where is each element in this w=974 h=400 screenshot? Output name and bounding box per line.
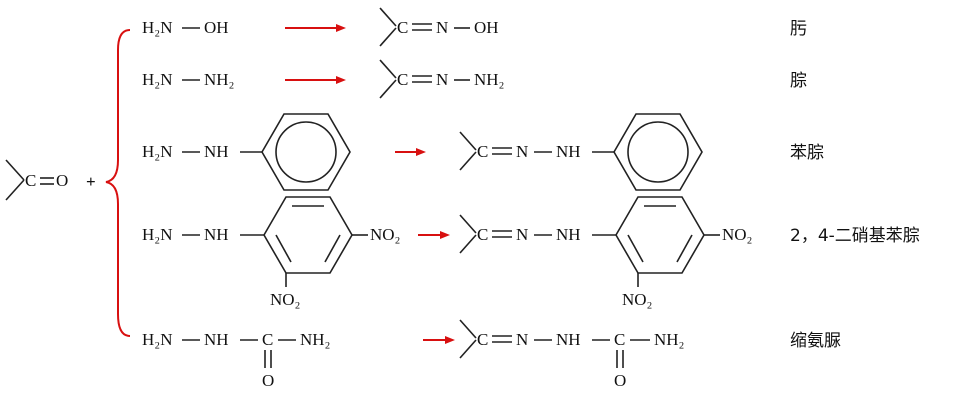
product-carbon: C [397, 18, 408, 37]
reagent-h2n: H₂N [142, 70, 172, 89]
product-nitrogen: N [516, 330, 528, 349]
product-nitrogen: N [516, 225, 528, 244]
reagent-h2n: H₂N [142, 330, 172, 349]
reagent-nh: NH [204, 225, 229, 244]
benzene-ring [615, 196, 705, 274]
reagent-nh: NH [204, 330, 229, 349]
product-nitro-ortho: NO₂ [622, 290, 652, 309]
row-phenylhydrazone: H₂N NH C N NH 苯腙 [142, 113, 824, 191]
carbonyl-group: C O + [5, 159, 96, 201]
product-carbonyl-carbon: C [614, 330, 625, 349]
product-carbon: C [477, 330, 488, 349]
product-oh: OH [474, 18, 499, 37]
reagent-nh2: NH₂ [204, 70, 234, 89]
product-nh2: NH₂ [654, 330, 684, 349]
curly-brace [105, 29, 131, 337]
product-nitrogen: N [436, 18, 448, 37]
product-nitro-para: NO₂ [722, 225, 752, 244]
carbonyl-oxygen: O [56, 171, 68, 190]
row-semicarbazone: H₂N NH C NH₂ O C N NH C NH₂ O 缩氨脲 [142, 319, 841, 390]
product-nitrogen: N [436, 70, 448, 89]
reagent-nh: NH [204, 142, 229, 161]
row-dinitrophenylhydrazone: H₂N NH NO₂ NO₂ C N NH NO₂ [142, 196, 920, 309]
reagent-h2n: H₂N [142, 225, 172, 244]
name-label: 肟 [790, 19, 807, 39]
product-carbon: C [397, 70, 408, 89]
reagent-h2n: H₂N [142, 18, 172, 37]
reagent-h2n: H₂N [142, 142, 172, 161]
product-oxygen: O [614, 371, 626, 390]
product-nh: NH [556, 142, 581, 161]
benzene-ring [613, 113, 703, 191]
carbonyl-carbon: C [25, 171, 36, 190]
reagent-oxygen: O [262, 371, 274, 390]
product-carbon: C [477, 142, 488, 161]
product-nh: NH [556, 330, 581, 349]
row-hydrazone: H₂N NH₂ C N NH₂ 腙 [142, 59, 807, 99]
product-nitrogen: N [516, 142, 528, 161]
name-label: 腙 [790, 71, 807, 91]
name-label: 缩氨脲 [790, 331, 841, 351]
reagent-carbon: C [262, 330, 273, 349]
reagent-oh: OH [204, 18, 229, 37]
product-nh: NH [556, 225, 581, 244]
plus-sign: + [86, 172, 96, 191]
nitro-ortho: NO₂ [270, 290, 300, 309]
benzene-ring [263, 196, 353, 274]
product-carbon: C [477, 225, 488, 244]
row-oxime: H₂N OH C N OH 肟 [142, 7, 807, 47]
name-label: 2，4-二硝基苯腙 [790, 226, 920, 246]
name-label: 苯腙 [790, 143, 824, 163]
product-nh2: NH₂ [474, 70, 504, 89]
reagent-nh2: NH₂ [300, 330, 330, 349]
nitro-para: NO₂ [370, 225, 400, 244]
benzene-ring [261, 113, 351, 191]
